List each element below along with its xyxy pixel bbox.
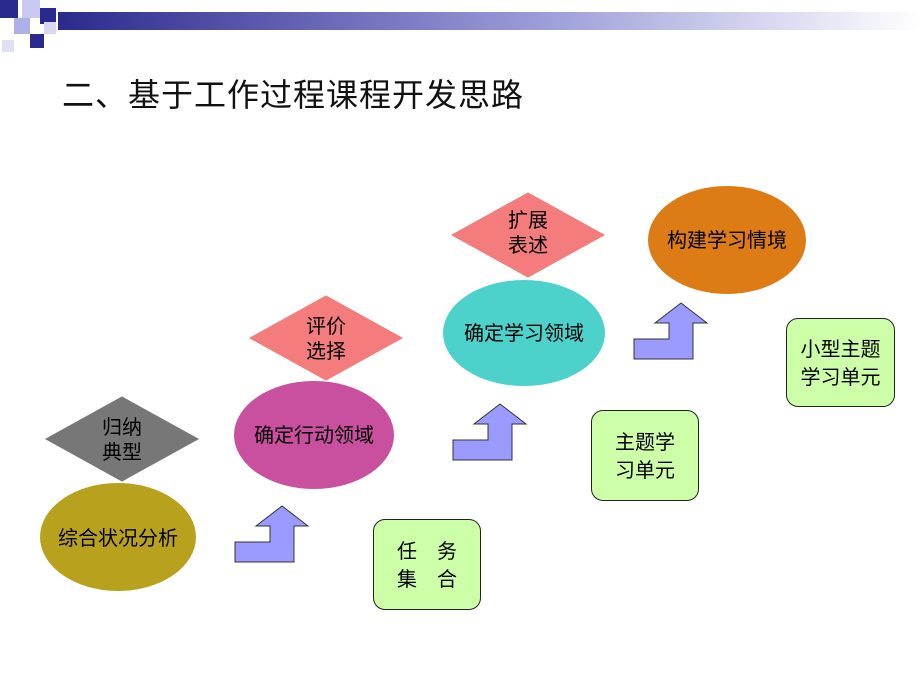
box-small-theme-unit: 小型主题 学习单元 xyxy=(786,318,895,407)
ellipse-label-3: 确定学习领域 xyxy=(464,320,584,345)
diamond-1 xyxy=(44,396,200,482)
diamond-label-1: 归纳 典型 xyxy=(102,415,142,464)
header-square xyxy=(2,40,14,52)
ellipse-label-1: 综合状况分析 xyxy=(58,525,178,550)
diamond-2 xyxy=(248,295,404,381)
slide-title: 二、基于工作过程课程开发思路 xyxy=(62,76,525,114)
ellipse-2 xyxy=(234,381,394,489)
header-decoration xyxy=(0,0,920,52)
box-task-collection: 任 务 集 合 xyxy=(373,519,481,610)
ellipse-1 xyxy=(40,483,196,591)
header-square xyxy=(40,8,56,24)
step-arrow-1 xyxy=(234,505,310,563)
header-gradient-bar xyxy=(58,12,920,30)
header-square xyxy=(22,0,40,18)
ellipse-label-4: 构建学习情境 xyxy=(667,227,787,252)
ellipse-4 xyxy=(648,186,806,294)
ellipse-3 xyxy=(443,280,605,386)
step-arrow-2 xyxy=(452,403,528,461)
header-square xyxy=(30,34,44,48)
box-theme-unit: 主题学 习单元 xyxy=(591,410,699,501)
diamond-label-2: 评价 选择 xyxy=(306,314,346,363)
step-arrow-3 xyxy=(633,302,709,360)
ellipse-label-2: 确定行动领域 xyxy=(254,422,374,447)
header-square xyxy=(0,0,18,18)
diamond-3 xyxy=(450,192,606,278)
diamond-label-3: 扩展 表述 xyxy=(508,208,548,257)
header-square xyxy=(14,18,30,34)
header-square xyxy=(44,22,56,34)
